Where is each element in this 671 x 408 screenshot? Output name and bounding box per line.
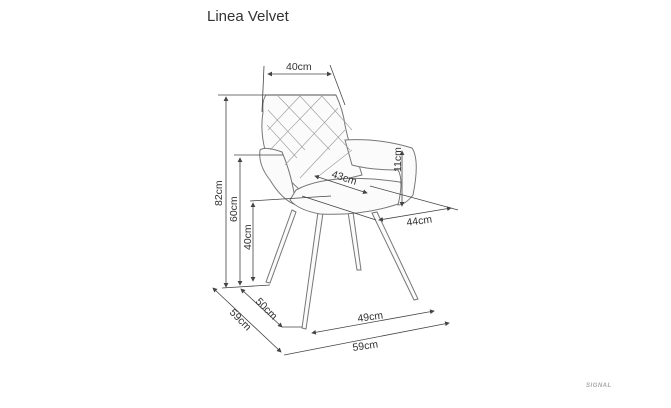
label-armrest-height: 60cm <box>228 196 240 222</box>
chair-armrest-right <box>344 139 417 206</box>
dimension-lines <box>212 64 459 356</box>
product-title: Linea Velvet <box>207 8 289 25</box>
label-total-height: 82cm <box>213 180 225 206</box>
label-total-depth: 59cm <box>227 307 254 334</box>
quilting-pattern <box>266 95 353 179</box>
label-seat-height: 40cm <box>242 224 254 250</box>
signal-logo: SIGNAL <box>586 383 612 389</box>
chair-legs <box>265 209 419 330</box>
label-total-width: 59cm <box>352 338 379 353</box>
label-backrest-width: 40cm <box>286 61 312 73</box>
label-seat-width: 44cm <box>406 213 433 228</box>
label-leg-depth: 50cm <box>253 296 280 323</box>
label-armrest-above-seat: 11cm <box>392 147 404 172</box>
label-leg-width: 49cm <box>357 309 384 324</box>
